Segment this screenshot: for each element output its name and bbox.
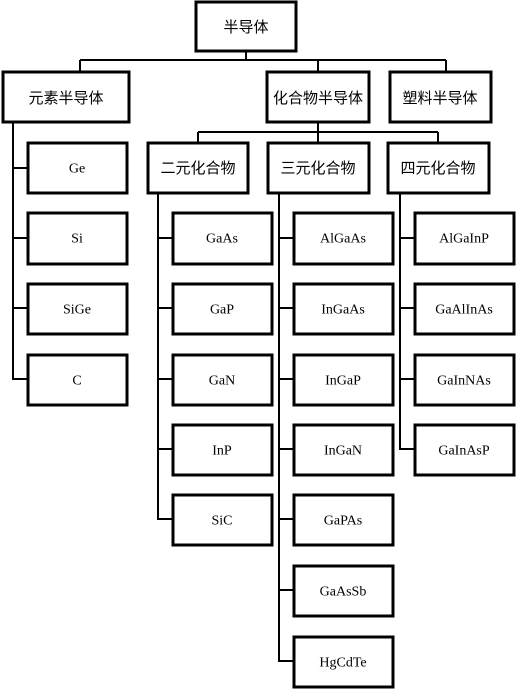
node-ternary-4-label: InGaN [324,444,362,459]
node-ternary-7: HgCdTe [292,635,395,689]
node-binary-3: GaN [171,353,274,407]
node-ternary-6-label: GaAsSb [320,585,367,600]
node-plastic-label: 塑料半导体 [402,89,477,107]
node-elemental: 元素半导体 [1,70,131,124]
connectors [12,51,447,662]
node-root-label: 半导体 [223,18,268,36]
node-ternary-3-label: InGaP [325,374,361,389]
node-ge: Ge [26,141,129,195]
node-si-label: Si [71,232,83,247]
node-quaternary-1: AlGaInP [413,211,516,266]
node-binary-3-label: GaN [209,374,235,389]
node-elemental-label: 元素半导体 [28,89,103,107]
node-sige: SiGe [26,282,129,336]
node-quaternary-label: 四元化合物 [400,159,475,177]
node-ternary-1-label: AlGaAs [320,232,366,247]
node-ternary-3: InGaP [292,353,395,407]
node-binary-4-label: InP [212,444,232,459]
node-binary-label: 二元化合物 [160,159,235,177]
node-quaternary-3: GaInNAs [413,353,516,407]
node-quaternary-1-label: AlGaInP [439,232,489,247]
node-ternary-4: InGaN [292,423,395,477]
node-sige-label: SiGe [63,303,91,318]
node-quaternary-4: GaInAsP [413,423,516,477]
node-ternary-5: GaPAs [292,493,395,547]
node-ternary: 三元化合物 [266,141,371,195]
connector-elemental-spine [12,122,28,380]
node-ternary-label: 三元化合物 [280,159,355,177]
node-ge-label: Ge [69,162,85,177]
node-quaternary-2-label: GaAlInAs [435,303,493,318]
node-quaternary: 四元化合物 [386,141,491,195]
node-compound-label: 化合物半导体 [273,89,363,107]
node-ternary-7-label: HgCdTe [319,656,366,671]
node-ternary-6: GaAsSb [292,564,395,618]
node-c: C [26,353,129,407]
node-binary-5-label: SiC [211,514,232,529]
node-binary-1: GaAs [171,211,274,266]
node-quaternary-4-label: GaInAsP [438,444,490,459]
node-ternary-1: AlGaAs [292,211,395,266]
node-binary-2-label: GaP [210,303,234,318]
node-quaternary-3-label: GaInNAs [437,374,491,389]
node-quaternary-2: GaAlInAs [413,282,516,336]
node-binary-1-label: GaAs [206,232,238,247]
node-ternary-5-label: GaPAs [324,514,362,529]
node-compound: 化合物半导体 [265,70,371,124]
node-ternary-2-label: InGaAs [321,303,365,318]
connector-ternary-spine [278,193,294,662]
node-root: 半导体 [194,0,298,53]
node-c-label: C [72,374,81,389]
node-ternary-2: InGaAs [292,282,395,336]
node-binary-4: InP [171,423,274,477]
node-si: Si [26,211,129,266]
connector-binary-spine [157,193,173,520]
node-binary-2: GaP [171,282,274,336]
node-binary: 二元化合物 [146,141,250,195]
node-binary-5: SiC [171,493,274,547]
connector-quaternary-spine [399,193,415,450]
node-plastic: 塑料半导体 [388,70,493,124]
